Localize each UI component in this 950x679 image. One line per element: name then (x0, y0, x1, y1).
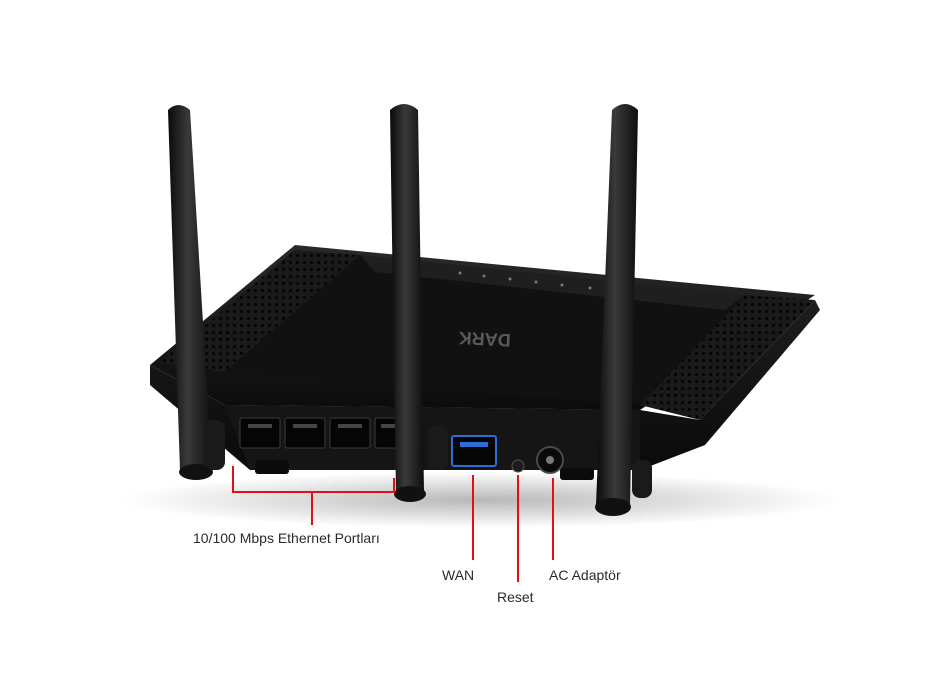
wan-port (451, 435, 497, 467)
right-vent-grill (640, 295, 815, 420)
ac-adapter-label: AC Adaptör (549, 567, 621, 583)
reset-label: Reset (497, 589, 534, 605)
reset-button (511, 459, 525, 473)
center-antenna (390, 104, 426, 502)
floor-shadow (120, 472, 840, 528)
antenna-hinges (205, 420, 652, 498)
ethernet-callout-line (232, 466, 395, 493)
right-foot (560, 468, 594, 480)
wan-label: WAN (442, 567, 475, 583)
left-foot (255, 460, 289, 474)
ethernet-ports-label: 10/100 Mbps Ethernet Portları (193, 530, 380, 546)
callout-lines (232, 466, 554, 582)
power-jack (536, 446, 564, 474)
brand-logo: DARK (458, 328, 511, 351)
left-vent-grill (160, 250, 360, 372)
lan-ports (239, 417, 412, 449)
status-leds (458, 271, 592, 290)
left-antenna (168, 105, 213, 480)
right-antenna (595, 104, 638, 516)
